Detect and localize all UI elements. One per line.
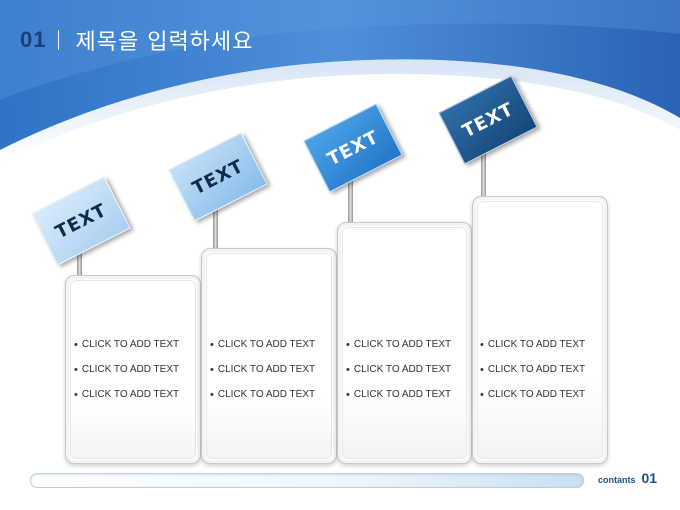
bullet-list-1: CLICK TO ADD TEXT CLICK TO ADD TEXT CLIC… xyxy=(74,338,198,413)
bullet-list-2: CLICK TO ADD TEXT CLICK TO ADD TEXT CLIC… xyxy=(210,338,334,413)
bullet-item[interactable]: CLICK TO ADD TEXT xyxy=(480,363,604,388)
header-divider xyxy=(58,30,60,50)
bullet-list-3: CLICK TO ADD TEXT CLICK TO ADD TEXT CLIC… xyxy=(346,338,470,413)
bullet-item[interactable]: CLICK TO ADD TEXT xyxy=(210,338,334,363)
bullet-item[interactable]: CLICK TO ADD TEXT xyxy=(346,363,470,388)
text-card-4-inner xyxy=(477,201,603,459)
section-number: 01 xyxy=(20,27,47,52)
bullet-item[interactable]: CLICK TO ADD TEXT xyxy=(210,363,334,388)
bullet-list-4: CLICK TO ADD TEXT CLICK TO ADD TEXT CLIC… xyxy=(480,338,604,413)
flag-1-label: TEXT xyxy=(51,199,111,243)
bullet-item[interactable]: CLICK TO ADD TEXT xyxy=(74,388,198,413)
flag-pole-1 xyxy=(77,238,82,280)
bullet-item[interactable]: CLICK TO ADD TEXT xyxy=(74,338,198,363)
footer-label: contants 01 xyxy=(598,470,657,486)
flag-pole-4 xyxy=(481,140,486,200)
flag-4-label: TEXT xyxy=(458,98,518,142)
flag-pole-2 xyxy=(213,200,218,252)
bullet-item[interactable]: CLICK TO ADD TEXT xyxy=(74,363,198,388)
footer-bar xyxy=(30,473,584,488)
footer-page-number: 01 xyxy=(641,470,658,486)
bullet-item[interactable]: CLICK TO ADD TEXT xyxy=(480,338,604,363)
bullet-item[interactable]: CLICK TO ADD TEXT xyxy=(480,388,604,413)
footer-contents-label: contants xyxy=(598,475,636,485)
bullet-item[interactable]: CLICK TO ADD TEXT xyxy=(346,388,470,413)
slide-header: 01 제목을 입력하세요 xyxy=(20,24,253,56)
slide-title[interactable]: 제목을 입력하세요 xyxy=(75,30,254,55)
flag-3-label: TEXT xyxy=(323,126,383,170)
bullet-item[interactable]: CLICK TO ADD TEXT xyxy=(346,338,470,363)
flag-pole-3 xyxy=(348,168,353,226)
text-card-4[interactable] xyxy=(472,196,608,464)
bullet-item[interactable]: CLICK TO ADD TEXT xyxy=(210,388,334,413)
flag-2-label: TEXT xyxy=(188,155,248,199)
